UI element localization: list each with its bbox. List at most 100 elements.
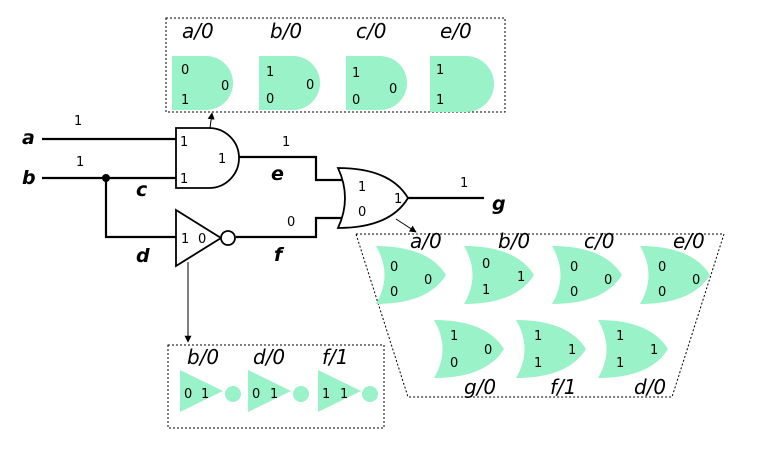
not-gate-icon	[248, 370, 291, 412]
and-fault-e0: e/0 1 1	[430, 19, 494, 112]
or-gate-icon	[640, 246, 710, 304]
fault-out-value: 1	[650, 343, 658, 358]
and-gate-icon	[430, 56, 494, 112]
or-fault-label: b/0	[498, 229, 530, 253]
and-gate-icon	[259, 56, 320, 110]
or-fault-b0: b/0 0 1 1	[464, 229, 534, 304]
fault-in2-value: 0	[266, 92, 274, 107]
not-fault-d0: d/0 0 1	[248, 345, 309, 412]
or-fault-a0: a/0 0 0 0	[376, 229, 446, 304]
or-faults-box	[355, 233, 725, 398]
fault-in1-value: 1	[534, 329, 542, 344]
not-fault-f1: f/1 1 1	[318, 345, 378, 412]
wire-g-value: 1	[460, 176, 468, 191]
or-fault-label: d/0	[634, 375, 666, 399]
and-fault-c0: c/0 1 0 0	[346, 19, 407, 110]
or-fault-label: f/1	[550, 375, 577, 399]
wire-b-value: 1	[76, 155, 84, 170]
arrow-to-or-faults	[395, 218, 417, 233]
fault-out-value: 1	[568, 343, 576, 358]
fault-in2-value: 0	[450, 356, 458, 371]
or-fault-label: c/0	[584, 229, 614, 253]
signal-d-label: d	[136, 245, 150, 267]
or-gate-in1-value: 1	[358, 180, 366, 195]
fault-in1-value: 0	[570, 260, 578, 275]
not-bubble-icon	[362, 386, 378, 402]
fault-in1-value: 0	[482, 257, 490, 272]
fault-in2-value: 0	[658, 285, 666, 300]
fault-out-value: 1	[270, 387, 278, 402]
not-gate-icon	[180, 370, 223, 412]
fault-in1-value: 0	[658, 260, 666, 275]
fault-in2-value: 0	[352, 93, 360, 108]
fault-in1-value: 1	[352, 66, 360, 81]
not-fault-label: b/0	[187, 345, 219, 369]
not-fault-b0: b/0 0 1	[180, 345, 241, 412]
fault-in1-value: 1	[436, 63, 444, 78]
not-fault-label: f/1	[322, 345, 349, 369]
or-fault-c0: c/0 0 0 0	[552, 229, 622, 304]
and-fault-a0: a/0 0 1 0	[172, 19, 233, 110]
or-gate-icon	[376, 246, 446, 304]
fault-in2-value: 0	[390, 285, 398, 300]
fault-in2-value: 1	[534, 356, 542, 371]
or-fault-d0: 1 1 1 d/0	[598, 320, 668, 399]
fault-in-value: 0	[184, 387, 192, 402]
not-gate-bubble	[220, 230, 236, 246]
fault-in1-value: 1	[450, 329, 458, 344]
fault-in-value: 1	[322, 387, 330, 402]
not-bubble-icon	[293, 386, 309, 402]
fault-out-value: 0	[484, 343, 492, 358]
fault-in1-value: 1	[616, 329, 624, 344]
or-gate-icon	[552, 246, 622, 304]
not-bubble-icon	[225, 386, 241, 402]
fault-out-value: 0	[692, 273, 700, 288]
signal-b-label: b	[22, 167, 36, 189]
not-gate-icon	[318, 370, 361, 412]
and-faults-box	[165, 17, 506, 113]
signal-f-label: f	[274, 244, 285, 266]
wire-e-value: 1	[282, 135, 290, 150]
not-gate-out-value: 0	[198, 232, 206, 247]
and-fault-label: b/0	[270, 19, 302, 43]
or-fault-label: a/0	[410, 229, 442, 253]
and-gate-in2-value: 1	[180, 172, 188, 187]
or-gate-icon	[598, 320, 668, 378]
or-gate-icon	[434, 320, 504, 378]
and-gate	[175, 127, 240, 189]
arrow-to-and-faults	[207, 112, 215, 129]
fault-out-value: 1	[201, 387, 209, 402]
fault-out-value: 0	[221, 79, 229, 94]
fault-in1-value: 0	[181, 63, 189, 78]
circuit-wires	[42, 137, 484, 239]
and-fault-label: c/0	[356, 19, 386, 43]
not-fault-label: d/0	[253, 345, 285, 369]
or-fault-label: g/0	[464, 375, 496, 399]
signal-c-label: c	[136, 179, 148, 201]
wire-a-value: 1	[74, 114, 82, 129]
fault-out-value: 0	[424, 273, 432, 288]
signal-g-label: g	[492, 193, 506, 215]
not-gate	[175, 208, 223, 268]
wire-f	[236, 216, 344, 239]
or-gate-out-value: 1	[394, 192, 402, 207]
fault-in2-value: 1	[616, 356, 624, 371]
and-fault-label: e/0	[440, 19, 472, 43]
and-gate-in1-value: 1	[180, 135, 188, 150]
fault-in-value: 0	[252, 387, 260, 402]
or-gate-in2-value: 0	[358, 205, 366, 220]
not-faults-box	[167, 344, 385, 429]
fault-in1-value: 1	[266, 65, 274, 80]
fault-out-value: 1	[517, 270, 525, 285]
and-fault-b0: b/0 1 0 0	[259, 19, 320, 110]
fault-out-value: 0	[389, 82, 397, 97]
fault-in1-value: 0	[390, 260, 398, 275]
wire-d	[104, 178, 176, 239]
and-gate-icon	[346, 56, 407, 110]
and-gate-out-value: 1	[218, 152, 226, 167]
signal-e-label: e	[271, 163, 284, 185]
fault-in2-value: 1	[482, 283, 490, 298]
or-fault-f1: 1 1 1 f/1	[516, 320, 586, 399]
fault-out-value: 1	[340, 387, 348, 402]
